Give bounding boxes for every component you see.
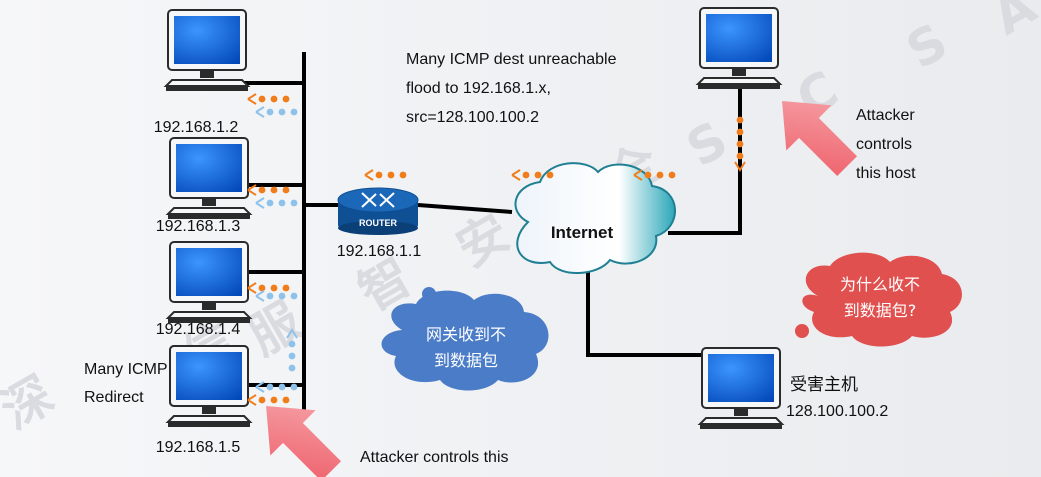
redirect-note: Many ICMP Redirect — [84, 361, 168, 406]
router: ROUTER 192.168.1.1 — [337, 187, 422, 260]
victim-name: 受害主机 — [790, 375, 858, 394]
flood-note: Many ICMP dest unreachable flood to 192.… — [406, 51, 617, 126]
redirect-note-line: Redirect — [84, 389, 144, 406]
victim-bubble-line: 到数据包? — [844, 301, 917, 320]
redirect-dots — [255, 381, 298, 393]
attacker-remote-line: Attacker — [856, 107, 915, 124]
flood-dots — [247, 282, 290, 294]
redirect-dots — [255, 106, 298, 118]
attacker-remote-host: Attacker controls this host — [697, 7, 916, 182]
attacker-remote-line: this host — [856, 165, 916, 182]
attacker-remote-line: controls — [856, 136, 912, 153]
router-ip: 192.168.1.1 — [337, 243, 422, 260]
router-badge: ROUTER — [359, 218, 398, 228]
host-ip: 192.168.1.5 — [156, 439, 241, 456]
host-ip: 192.168.1.4 — [156, 321, 241, 338]
router-arrows-icon — [361, 192, 395, 208]
victim-host: 受害主机 128.100.100.2 — [699, 347, 888, 430]
redirect-note-line: Many ICMP — [84, 361, 168, 378]
attacker-local-label: Attacker controls this — [360, 449, 509, 466]
attack-arrow-remote — [782, 101, 858, 177]
flood-dots — [247, 394, 290, 406]
attacker-internet-link — [668, 88, 742, 235]
host-192-168-1-4: 192.168.1.4 — [156, 241, 251, 338]
host-ip: 192.168.1.3 — [156, 218, 241, 235]
internet-cloud: Internet — [514, 162, 676, 275]
flood-note-line: flood to 192.168.1.x, — [406, 80, 551, 97]
gateway-bubble: 网关收到不 到数据包 — [381, 287, 549, 391]
flood-dots-vertical — [734, 116, 746, 172]
flood-dots — [247, 93, 290, 105]
flood-dots — [633, 169, 676, 181]
victim-internet-link — [586, 272, 708, 357]
router-internet-link — [417, 203, 513, 214]
host-192-168-1-3: 192.168.1.3 — [156, 137, 251, 235]
redirect-dots — [255, 197, 298, 209]
flood-packets — [247, 93, 746, 406]
host-192-168-1-2: 192.168.1.2 — [154, 9, 249, 136]
redirect-dots-vertical — [286, 328, 298, 372]
flood-dots — [247, 184, 290, 196]
attack-arrow-local — [266, 406, 342, 477]
gateway-bubble-line: 网关收到不 — [426, 325, 506, 344]
victim-bubble: 为什么收不 到数据包? — [795, 252, 962, 347]
flood-dots — [511, 169, 554, 181]
redirect-dots — [255, 290, 298, 302]
host-192-168-1-5: 192.168.1.5 — [156, 345, 251, 456]
internet-label: Internet — [551, 223, 614, 242]
host-ip: 192.168.1.2 — [154, 119, 239, 136]
flood-dots — [364, 169, 407, 181]
flood-note-line: src=128.100.100.2 — [406, 109, 539, 126]
victim-bubble-line: 为什么收不 — [840, 275, 920, 294]
redirect-packets — [255, 106, 298, 393]
gateway-bubble-line: 到数据包 — [434, 351, 498, 370]
victim-ip: 128.100.100.2 — [786, 403, 888, 420]
flood-note-line: Many ICMP dest unreachable — [406, 51, 617, 68]
